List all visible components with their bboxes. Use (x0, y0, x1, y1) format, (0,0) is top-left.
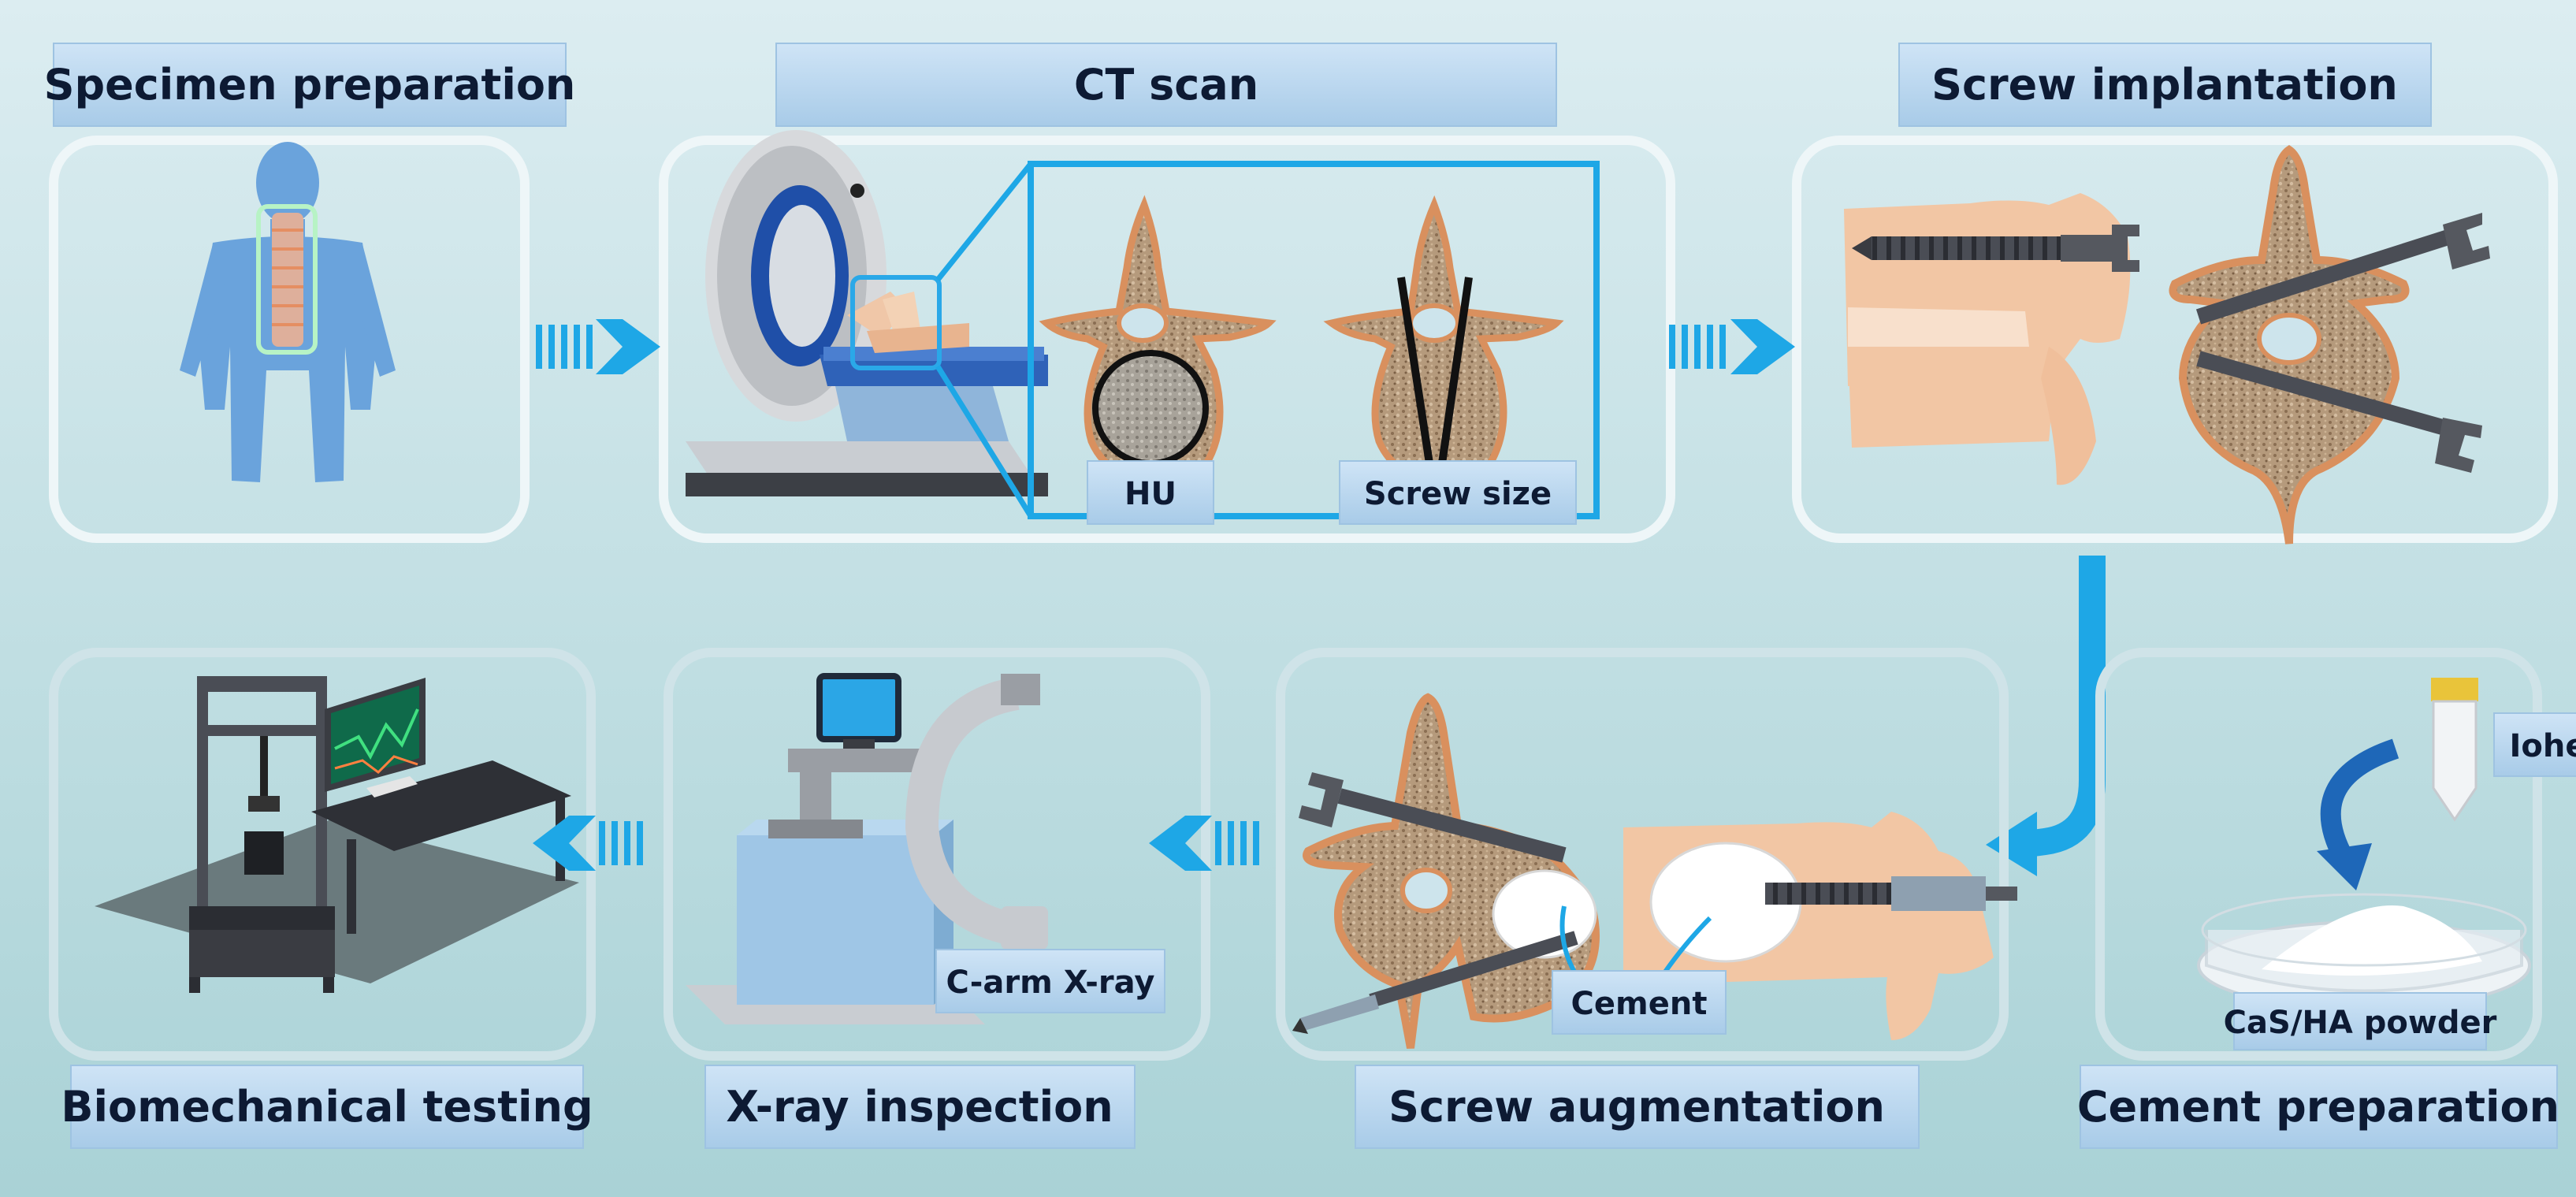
mixing-arrow-icon (2317, 738, 2399, 890)
c-arm-xray-icon (686, 673, 1048, 1024)
arrow-augmentation-to-xray (1149, 816, 1259, 871)
svg-text:CaS/HA powder: CaS/HA powder (2224, 1005, 2497, 1041)
panel-cement-preparation (2095, 648, 2542, 1061)
panel-specimen-preparation (49, 136, 530, 543)
label-biomechanical-testing: Biomechanical testing (61, 1065, 593, 1149)
svg-text:Specimen preparation: Specimen preparation (44, 60, 576, 110)
svg-text:Cement preparation: Cement preparation (2077, 1082, 2559, 1132)
vertebra-screw-size-icon (1323, 195, 1564, 488)
label-iohexol: Iohexol (2493, 712, 2576, 777)
screw-implant-icon (1852, 225, 2139, 272)
arrow-xray-to-testing (533, 816, 643, 871)
svg-text:C-arm X-ray: C-arm X-ray (946, 965, 1155, 1001)
label-xray-inspection: X-ray inspection (704, 1065, 1136, 1149)
human-body-icon (180, 142, 396, 482)
ct-scanner-icon (686, 130, 1048, 496)
svg-text:Iohexol: Iohexol (2510, 728, 2576, 764)
svg-text:Screw augmentation: Screw augmentation (1388, 1082, 1885, 1132)
label-screw-size: Screw size (1339, 460, 1577, 525)
svg-text:Biomechanical testing: Biomechanical testing (61, 1082, 593, 1132)
label-cement-preparation: Cement preparation (2077, 1065, 2559, 1149)
panel-screw-implantation (1792, 136, 2558, 543)
ct-zoom-callout (935, 161, 1600, 519)
svg-text:Screw size: Screw size (1364, 476, 1552, 512)
arrow-ct-to-implantation (1669, 319, 1795, 374)
arrow-implantation-to-augmentation (1986, 556, 2106, 876)
syringe-vial-icon (2431, 678, 2478, 822)
panel-screw-augmentation (1276, 648, 2009, 1061)
label-hu: HU (1087, 460, 1214, 525)
svg-text:Cement: Cement (1571, 986, 1708, 1022)
label-specimen-preparation: Specimen preparation (44, 43, 576, 127)
powder-dish-icon (2197, 893, 2531, 1010)
label-ct-scan: CT scan (775, 43, 1557, 127)
spine-highlight (256, 204, 318, 355)
svg-text:Screw implantation: Screw implantation (1931, 60, 2398, 110)
panel-xray-inspection (664, 648, 1210, 1061)
label-c-arm-xray: C-arm X-ray (935, 949, 1165, 1013)
vertebra-hu-icon (1039, 195, 1277, 488)
svg-text:X-ray inspection: X-ray inspection (726, 1082, 1113, 1132)
lateral-vertebra-augmented-icon (1623, 812, 2017, 1040)
svg-text:HU: HU (1124, 476, 1176, 512)
testing-machine-icon (95, 676, 579, 993)
label-cement: Cement (1552, 905, 1727, 1035)
label-screw-implantation: Screw implantation (1898, 43, 2432, 127)
arrow-specimen-to-ct (536, 319, 660, 374)
panel-biomechanical-testing (49, 648, 596, 1061)
svg-text:CT scan: CT scan (1074, 60, 1258, 110)
label-powder: CaS/HA powder (2224, 992, 2497, 1050)
axial-vertebra-implant-icon (2169, 144, 2490, 545)
label-screw-augmentation: Screw augmentation (1355, 1065, 1920, 1149)
